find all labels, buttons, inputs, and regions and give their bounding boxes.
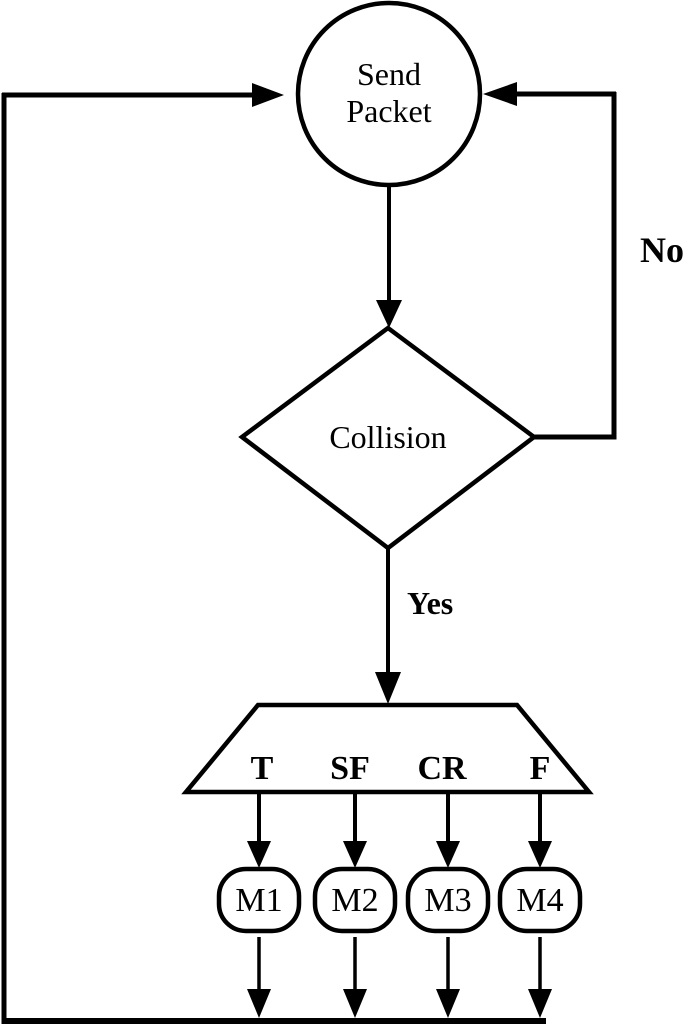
selector-to-m1-arrowhead-icon	[247, 841, 271, 868]
m4-to-return-arrowhead-icon	[528, 989, 552, 1018]
selector-to-m2-arrowhead-icon	[343, 841, 367, 868]
method-label-m3: M3	[424, 882, 471, 919]
selector-to-m4-arrowhead-icon	[528, 841, 552, 868]
selector-option-f: F	[530, 750, 551, 787]
send-to-collision-arrowhead-icon	[376, 300, 402, 328]
edge-label-no: No	[640, 230, 684, 270]
method-label-m2: M2	[331, 882, 378, 919]
send-packet-label-line1: Send	[357, 56, 421, 92]
selector-option-t: T	[251, 750, 274, 787]
selector-to-method-edges	[247, 794, 552, 868]
method-to-return-edges	[247, 937, 552, 1018]
no-loop-line	[532, 92, 617, 440]
return-loop-arrowhead-icon	[252, 83, 284, 107]
backoff-selector-node	[181, 702, 594, 795]
method-node-m3	[405, 866, 491, 934]
m1-to-return-arrowhead-icon	[247, 989, 271, 1018]
selector-option-sf: SF	[330, 750, 370, 787]
method-nodes: M1 M2 M3 M4	[216, 866, 583, 934]
no-loop-arrowhead-icon	[483, 82, 517, 106]
selector-to-m3-arrowhead-icon	[436, 841, 460, 868]
method-node-m1	[216, 866, 302, 934]
send-packet-label-line2: Packet	[346, 93, 431, 129]
method-label-m1: M1	[235, 882, 282, 919]
selector-option-cr: CR	[417, 750, 467, 787]
m2-to-return-arrowhead-icon	[343, 989, 367, 1018]
edge-label-yes: Yes	[407, 585, 453, 621]
method-label-m4: M4	[516, 882, 563, 919]
m3-to-return-arrowhead-icon	[436, 989, 460, 1018]
method-node-m2	[312, 866, 398, 934]
yes-edge-arrowhead-icon	[375, 672, 401, 704]
collision-label: Collision	[329, 419, 446, 455]
method-node-m4	[497, 866, 583, 934]
